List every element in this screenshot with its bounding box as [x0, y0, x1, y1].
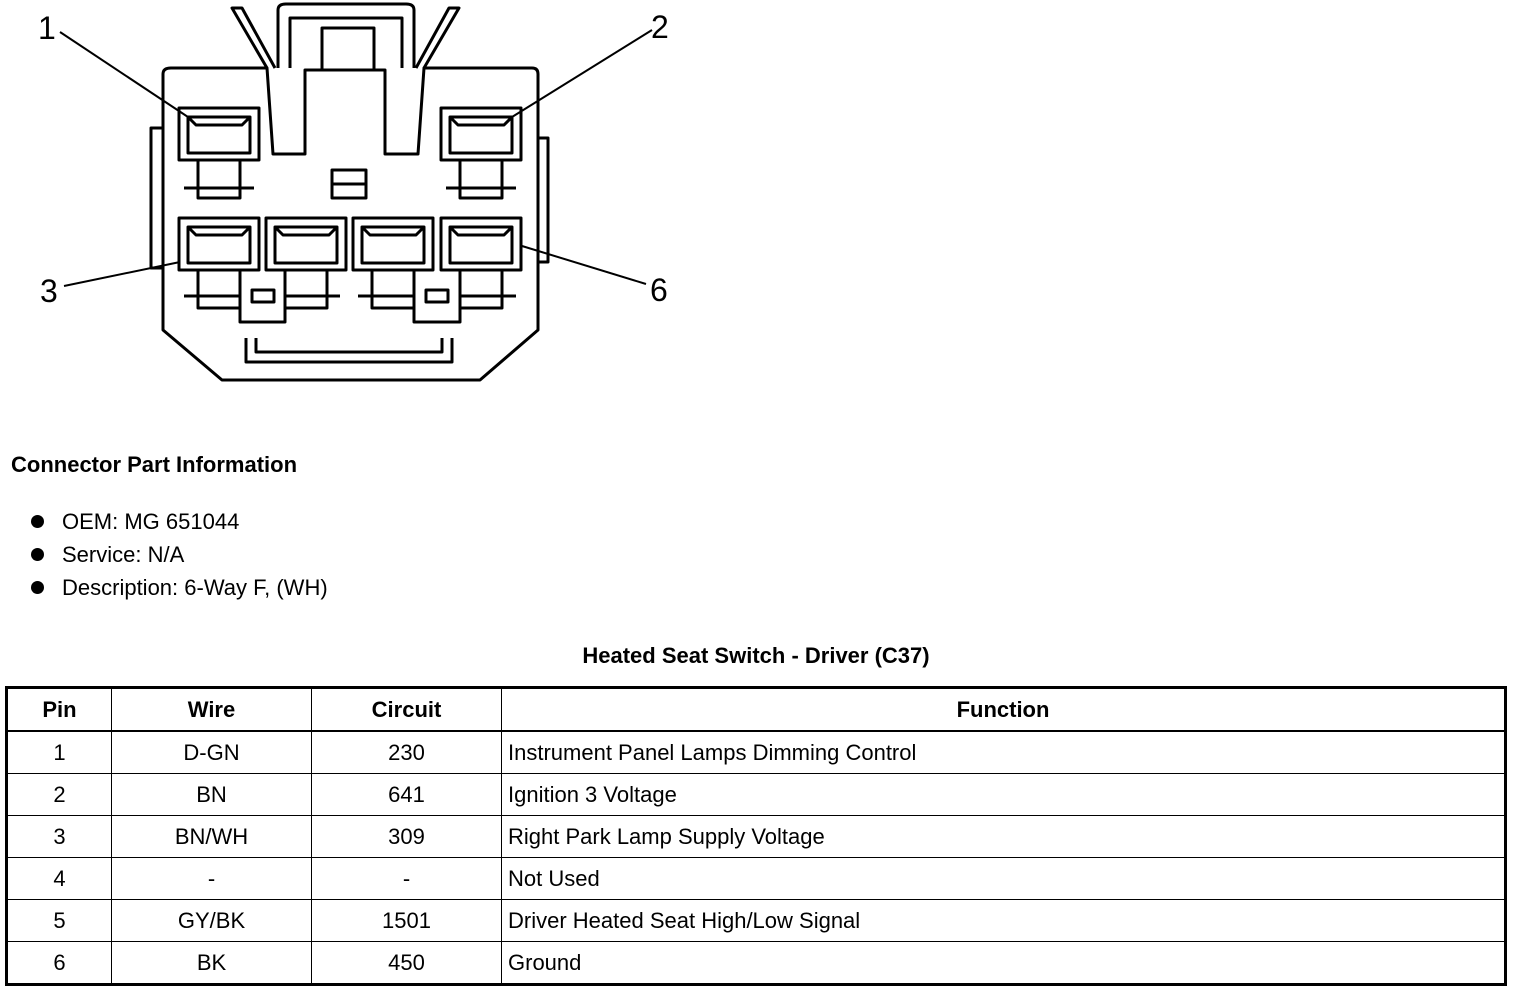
- terminal-cavity-pin-6: [439, 216, 523, 310]
- terminal-cavity-pin-3: [177, 216, 261, 310]
- cell-circuit: 450: [311, 941, 502, 985]
- cell-function: Not Used: [501, 857, 1506, 900]
- cell-pin: 4: [6, 857, 112, 900]
- terminal-cavity-pin-4: [264, 216, 348, 310]
- leader-line-pin-1: [59, 31, 189, 118]
- pin-label-1: 1: [38, 10, 56, 46]
- cell-circuit: 230: [311, 730, 502, 774]
- cell-wire: D-GN: [111, 730, 312, 774]
- table-row: 2 BN 641 Ignition 3 Voltage: [6, 773, 1506, 816]
- table-row: 5 GY/BK 1501 Driver Heated Seat High/Low…: [6, 899, 1506, 942]
- bottom-rail: [244, 338, 454, 364]
- table-row: 1 D-GN 230 Instrument Panel Lamps Dimmin…: [6, 730, 1506, 774]
- header-function: Function: [501, 687, 1506, 732]
- cell-function: Driver Heated Seat High/Low Signal: [501, 899, 1506, 942]
- cell-pin: 6: [6, 941, 112, 985]
- cell-wire: BK: [111, 941, 312, 985]
- right-latch-tab: [414, 6, 461, 69]
- leader-line-pin-2: [511, 29, 653, 118]
- part-info-service-text: Service: N/A: [62, 542, 185, 567]
- terminal-cavity-pin-2: [439, 106, 523, 200]
- leader-line-pin-6: [521, 245, 647, 285]
- bottom-rail-inner: [254, 338, 444, 354]
- bullet-icon: [31, 581, 44, 594]
- connector-face-diagram: 1 2 3 6: [38, 2, 669, 382]
- cell-function: Ignition 3 Voltage: [501, 773, 1506, 816]
- terminal-cavity-pin-5: [351, 216, 435, 310]
- top-lock-clip-inner: [288, 16, 404, 68]
- bullet-icon: [31, 548, 44, 561]
- table-title: Heated Seat Switch - Driver (C37): [582, 643, 930, 668]
- cell-wire: -: [111, 857, 312, 900]
- cell-circuit: -: [311, 857, 502, 900]
- leader-line-pin-3: [63, 261, 181, 287]
- pin-label-6: 6: [650, 272, 668, 308]
- left-side-rib: [149, 126, 163, 270]
- table-row: 6 BK 450 Ground: [6, 941, 1506, 985]
- lower-latch-bar-left: [184, 294, 340, 324]
- cell-circuit: 309: [311, 815, 502, 858]
- cell-function: Ground: [501, 941, 1506, 985]
- top-lock-clip: [276, 2, 416, 68]
- cell-wire: BN: [111, 773, 312, 816]
- table-row: 3 BN/WH 309 Right Park Lamp Supply Volta…: [6, 815, 1506, 858]
- cell-function: Right Park Lamp Supply Voltage: [501, 815, 1506, 858]
- cell-pin: 5: [6, 899, 112, 942]
- lower-latch-tab-left: [250, 288, 276, 304]
- table-row: 4 - - Not Used: [6, 857, 1506, 900]
- header-circuit: Circuit: [311, 687, 502, 732]
- cell-pin: 3: [6, 815, 112, 858]
- bullet-icon: [31, 515, 44, 528]
- pinout-table: Pin Wire Circuit Function 1 D-GN 230 Ins…: [5, 686, 1507, 986]
- cell-circuit: 1501: [311, 899, 502, 942]
- connector-housing: [161, 66, 540, 382]
- cell-wire: GY/BK: [111, 899, 312, 942]
- part-info-oem-text: OEM: MG 651044: [62, 509, 240, 534]
- part-info-description-text: Description: 6-Way F, (WH): [62, 575, 328, 600]
- cell-pin: 2: [6, 773, 112, 816]
- left-latch-tab: [230, 6, 277, 69]
- header-wire: Wire: [111, 687, 312, 732]
- right-side-rib: [538, 136, 550, 264]
- table-header-row: Pin Wire Circuit Function: [6, 687, 1506, 732]
- part-info-oem: OEM: MG 651044: [28, 505, 328, 538]
- part-info-service: Service: N/A: [28, 538, 328, 571]
- pin-label-3: 3: [40, 273, 58, 309]
- part-info-list: OEM: MG 651044 Service: N/A Description:…: [28, 505, 328, 604]
- cell-wire: BN/WH: [111, 815, 312, 858]
- terminal-cavity-pin-1: [177, 106, 261, 200]
- part-info-description: Description: 6-Way F, (WH): [28, 571, 328, 604]
- lock-key: [320, 26, 376, 72]
- pin-label-2: 2: [651, 9, 669, 45]
- header-pin: Pin: [6, 687, 112, 732]
- lower-latch-bar-right: [358, 294, 516, 324]
- lower-latch-tab-right: [424, 288, 450, 304]
- cell-pin: 1: [6, 730, 112, 774]
- cell-circuit: 641: [311, 773, 502, 816]
- cell-function: Instrument Panel Lamps Dimming Control: [501, 730, 1506, 774]
- part-info-title: Connector Part Information: [11, 452, 298, 477]
